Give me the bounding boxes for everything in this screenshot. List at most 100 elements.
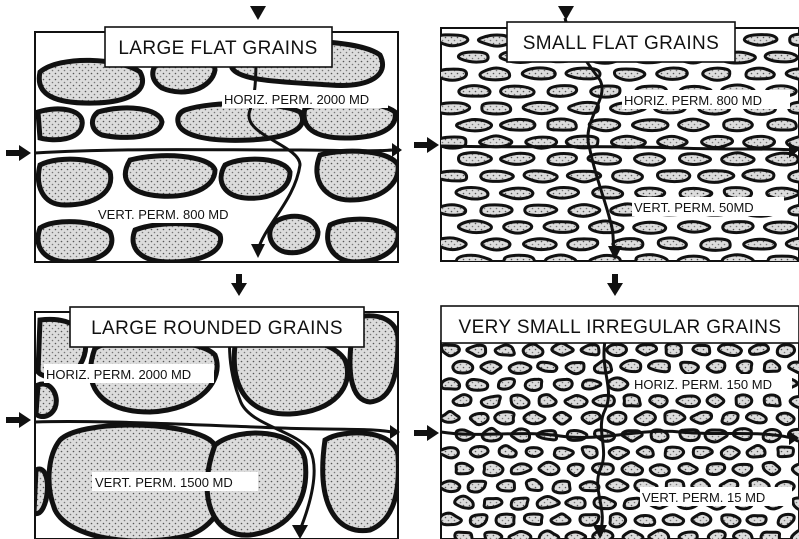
grain — [566, 498, 585, 509]
grain — [648, 361, 669, 372]
grain — [499, 446, 516, 457]
grain — [568, 239, 598, 250]
grain — [777, 413, 794, 424]
grain-field — [434, 34, 799, 268]
grain — [453, 361, 473, 373]
grain — [553, 481, 570, 493]
grain — [566, 532, 586, 539]
grain — [522, 68, 555, 79]
grain — [792, 464, 799, 475]
horizontal-perm-label: HORIZ. PERM. 2000 MD — [46, 367, 191, 382]
grain — [495, 345, 514, 355]
grain — [484, 498, 502, 507]
panel-large-flat-grains: LARGE FLAT GRAINS HORIZ. PERM. 2000 MD V… — [35, 27, 402, 262]
grain — [582, 447, 597, 458]
horizontal-perm-label: HORIZ. PERM. 2000 MD — [224, 92, 369, 107]
grain — [691, 412, 712, 423]
grain — [789, 205, 799, 215]
grain — [608, 378, 628, 390]
panel-large-rounded-grains: LARGE ROUNDED GRAINS HORIZ. PERM. 2000 M… — [34, 307, 400, 539]
grain — [744, 239, 776, 249]
grain — [470, 413, 488, 424]
grain — [453, 395, 471, 406]
grain — [737, 361, 752, 374]
grain — [457, 120, 492, 131]
grain — [724, 119, 753, 131]
grain — [566, 362, 584, 373]
grain — [793, 498, 799, 510]
grain — [708, 531, 725, 539]
grain — [778, 514, 794, 526]
grain — [678, 222, 709, 233]
grain — [665, 411, 685, 424]
grain — [482, 103, 511, 114]
grain — [681, 362, 699, 373]
grain — [623, 531, 643, 539]
grain — [622, 463, 643, 475]
grain — [458, 153, 491, 165]
grain — [568, 464, 583, 476]
grain — [666, 344, 681, 356]
grain — [509, 531, 531, 539]
grain — [624, 498, 640, 508]
grain — [693, 345, 710, 354]
grain — [539, 462, 559, 474]
grain — [526, 479, 542, 490]
grain — [649, 530, 669, 539]
grain — [481, 362, 501, 374]
grain — [701, 239, 730, 250]
grain — [746, 413, 766, 423]
grain — [707, 395, 724, 407]
grain — [747, 516, 766, 525]
grain — [637, 345, 657, 355]
vertical-perm-label: VERT. PERM. 15 MD — [642, 490, 765, 505]
grain — [580, 515, 599, 526]
grain — [621, 360, 641, 371]
grain — [692, 513, 711, 525]
grain — [736, 395, 752, 407]
grain — [580, 482, 599, 491]
grain — [636, 255, 668, 268]
grain — [525, 205, 557, 215]
grain — [482, 239, 510, 250]
grain — [548, 153, 576, 164]
grain — [768, 119, 797, 130]
grain — [524, 412, 545, 424]
grain — [582, 412, 600, 423]
grain — [523, 239, 556, 250]
grain — [498, 379, 514, 390]
grain — [500, 188, 533, 199]
grain — [539, 395, 556, 407]
down-arrow-icon — [607, 274, 623, 296]
grain — [501, 119, 535, 130]
grain — [437, 205, 466, 216]
grain — [693, 447, 712, 457]
grain — [743, 170, 774, 181]
grain — [722, 515, 740, 527]
panel-title: LARGE FLAT GRAINS — [118, 38, 317, 59]
grain — [650, 465, 669, 476]
grain — [551, 514, 570, 524]
grain — [456, 187, 488, 199]
panel-title: VERY SMALL IRREGULAR GRAINS — [459, 317, 782, 338]
grain — [554, 379, 572, 390]
grain — [789, 170, 799, 182]
grain — [544, 222, 578, 233]
grain — [610, 514, 626, 527]
grain — [589, 120, 619, 131]
grain — [539, 531, 559, 539]
grain — [455, 496, 474, 508]
grain — [511, 464, 531, 474]
grain — [509, 363, 531, 374]
grain — [746, 68, 774, 79]
down-arrow-icon — [558, 6, 574, 20]
grain — [699, 171, 734, 183]
grain — [554, 448, 573, 459]
grain — [635, 412, 655, 425]
grain — [458, 52, 488, 62]
grain — [677, 396, 700, 407]
grain — [523, 344, 543, 357]
grain — [722, 255, 753, 266]
right-arrow-icon — [6, 145, 31, 161]
grain — [594, 497, 615, 508]
